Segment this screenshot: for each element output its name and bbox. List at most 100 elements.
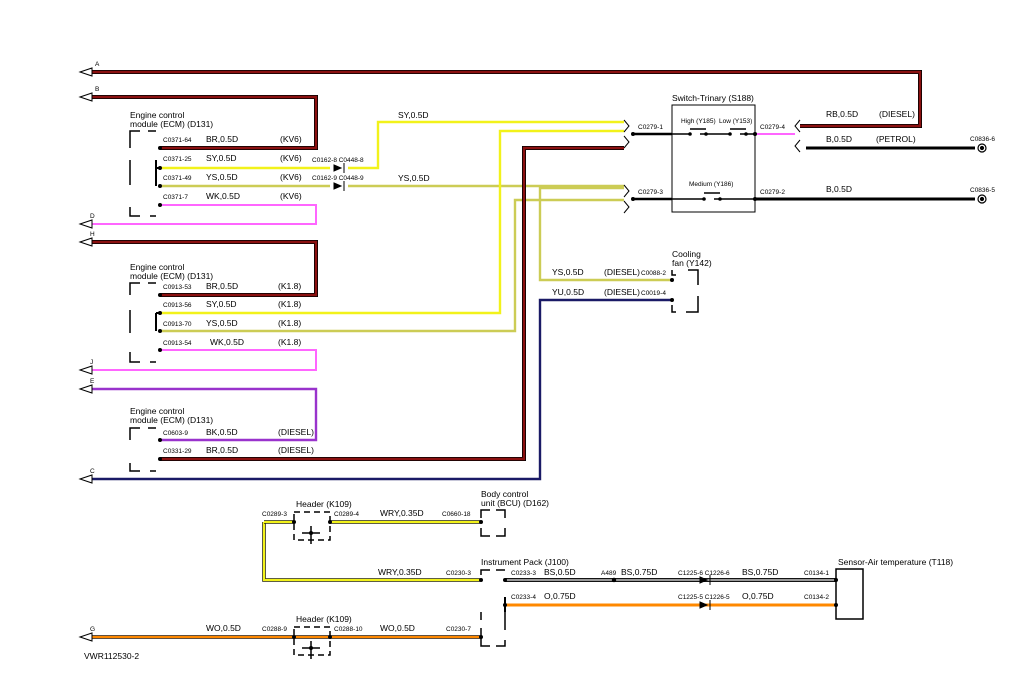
arrow-h (78, 237, 93, 247)
ipk-bs-075-b: BS,0.75D (742, 567, 778, 577)
switch-title: Switch-Trinary (S188) (672, 93, 754, 103)
diagram-id: VWR112530-2 (84, 651, 139, 661)
ecm1-wire-1: BR,0.5D (206, 134, 238, 144)
connector-arrows (78, 67, 93, 642)
header1-pin-left: C0289-3 (262, 511, 287, 518)
ecm2-pin-1: C0913-53 (163, 284, 192, 291)
ecm3-pin-1: C0603-9 (163, 430, 188, 437)
ipk-bs-075: BS,0.75D (621, 567, 657, 577)
ecm2-wire-4: WK,0.5D (210, 337, 244, 347)
switch-medium-label: Medium (Y186) (689, 181, 733, 188)
wire-label-rb-variant: (DIESEL) (879, 109, 915, 119)
fan-pin-1: C0088-2 (641, 270, 666, 277)
switch-pin-3: C0279-3 (638, 189, 663, 196)
ecm2-var-4: (K1.8) (278, 337, 301, 347)
sensor-air-temp: Sensor-Air temperature (T118) C0134-1 C0… (804, 557, 953, 620)
ecm3-wire-2: BR,0.5D (206, 445, 238, 455)
ipk-title: Instrument Pack (J100) (481, 557, 569, 567)
arrow-a (78, 67, 93, 77)
ecm3-wire-1: BK,0.5D (206, 427, 238, 437)
wire-label-b-petrol-variant: (PETROL) (876, 134, 916, 144)
letter-j: J (90, 359, 93, 366)
ipk-pin-in: C0230-3 (446, 570, 471, 577)
ecm3-var-1: (DIESEL) (278, 427, 314, 437)
ipk-wire-in: WRY,0.35D (378, 567, 422, 577)
ecm-module-3: Engine control module (ECM) (D131) C0603… (129, 406, 314, 472)
header2-wire-right: WO,0.5D (380, 623, 415, 633)
ecm2-var-3: (K1.8) (278, 318, 301, 328)
header2-pin-left: C0288-9 (262, 626, 287, 633)
wire-sy-k18 (160, 129, 624, 315)
letter-c: C (90, 468, 95, 475)
ipk-pin-7: C0230-7 (446, 626, 471, 633)
ipk-pin-4: C0233-4 (511, 594, 536, 601)
ecm2-wire-3: YS,0.5D (206, 318, 238, 328)
ground-pin-1: C0836-6 (970, 136, 995, 143)
switch-pin-4: C0279-4 (760, 124, 785, 131)
switch-pin-2: C0279-2 (760, 189, 785, 196)
splice-a489: A489 (601, 570, 617, 577)
arrow-b (78, 92, 93, 102)
arrow-d (78, 219, 93, 229)
wire-ys-k18 (160, 198, 624, 333)
ipk-wire-o: O,0.75D (544, 591, 576, 601)
inline-c1225-5: C1225-5 C1226-5 (678, 594, 730, 601)
header-k109-1: Header (K109) C0289-3 C0289-4 WRY,0.35D (262, 499, 424, 544)
ecm2-wire-1: BR,0.5D (206, 281, 238, 291)
wires (92, 70, 975, 639)
ecm3-title-2: module (ECM) (D131) (130, 415, 213, 425)
bcu-title-2: unit (BCU) (D162) (481, 498, 549, 508)
fan-title-1: Cooling (672, 249, 701, 259)
wire-label-rb: RB,0.5D (826, 109, 858, 119)
ecm3-pin-2: C0331-29 (163, 448, 192, 455)
ecm1-var-4: (KV6) (280, 191, 302, 201)
header2-wire-left: WO,0.5D (206, 623, 241, 633)
letter-e: E (90, 378, 95, 385)
ecm1-wire-3: YS,0.5D (206, 172, 238, 182)
ground-eyelets (977, 143, 987, 204)
switch-body (671, 104, 756, 213)
header1-wire: WRY,0.35D (380, 508, 424, 518)
letter-h: H (90, 231, 95, 238)
sensor-pin-1: C0134-1 (804, 570, 829, 577)
body-control-unit: Body control unit (BCU) (D162) C0660-18 (442, 489, 549, 537)
inline-connector-1: C0162-8 C0448-8 (312, 157, 364, 164)
header1-pin-right: C0289-4 (334, 511, 359, 518)
ecm1-pin-1: C0371-64 (163, 137, 192, 144)
ecm2-title-2: module (ECM) (D131) (130, 271, 213, 281)
ecm2-pin-3: C0913-70 (163, 321, 192, 328)
arrow-c (78, 474, 93, 484)
ecm1-var-2: (KV6) (280, 153, 302, 163)
header2-pin-right: C0288-10 (334, 626, 363, 633)
ecm2-pin-2: C0913-56 (163, 302, 192, 309)
wire-label-b-out: B,0.5D (826, 184, 852, 194)
sensor-pin-2: C0134-2 (804, 594, 829, 601)
switch-pin-1: C0279-1 (638, 124, 663, 131)
header-k109-2: Header (K109) C0288-9 C0288-10 WO,0.5D W… (206, 614, 415, 659)
ecm1-var-1: (KV6) (280, 134, 302, 144)
header1-title: Header (K109) (296, 499, 352, 509)
fan-wire-2: YU,0.5D (552, 287, 584, 297)
wire-sy-top (160, 120, 624, 170)
ecm1-pin-4: C0371-7 (163, 194, 188, 201)
ipk-wire-bs: BS,0.5D (544, 567, 576, 577)
letter-a: A (95, 61, 100, 68)
sensor-title: Sensor-Air temperature (T118) (838, 557, 953, 567)
fan-title-2: fan (Y142) (672, 258, 712, 268)
wire-j-wk (92, 349, 317, 371)
ecm2-var-2: (K1.8) (278, 299, 301, 309)
ground-pin-2: C0836-5 (970, 187, 995, 194)
ecm2-title-1: Engine control (130, 262, 184, 272)
ecm3-title-1: Engine control (130, 406, 184, 416)
fan-var-1: (DIESEL) (604, 267, 640, 277)
ecm1-wire-4: WK,0.5D (206, 191, 240, 201)
ecm2-var-1: (K1.8) (278, 281, 301, 291)
ecm1-pin-3: C0371-49 (163, 175, 192, 182)
ipk-pin-3: C0233-3 (511, 570, 536, 577)
ecm-module-2: Engine control module (ECM) (D131) C0913… (129, 262, 301, 363)
ecm1-title-1: Engine control (130, 110, 184, 120)
fan-wire-1: YS,0.5D (552, 267, 584, 277)
wire-e-bk (92, 387, 318, 442)
ecm1-wire-2: SY,0.5D (206, 153, 237, 163)
